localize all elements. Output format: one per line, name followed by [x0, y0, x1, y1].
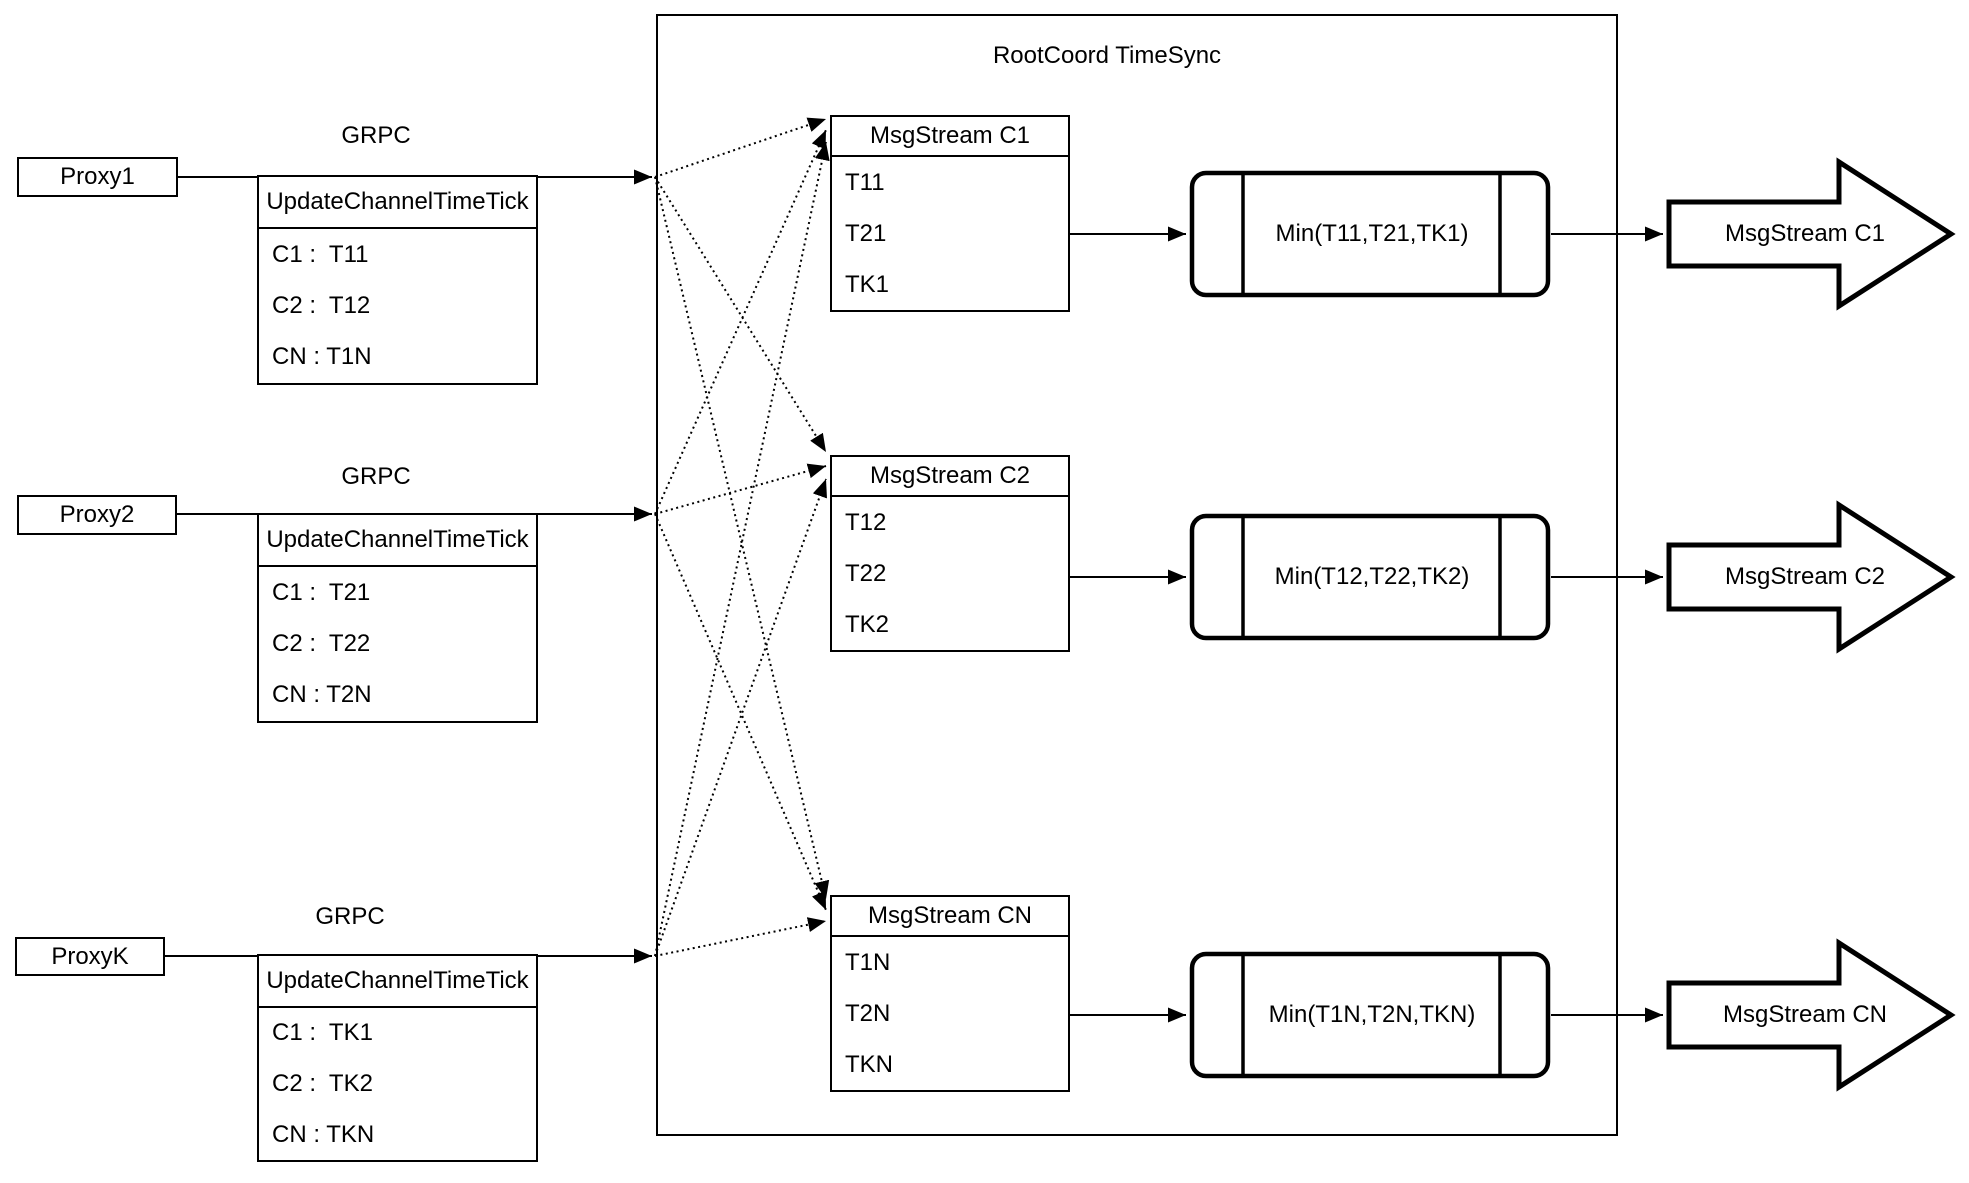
- table-body-row2: C1 : T21 C2 : T22 CN : T2N: [259, 567, 536, 721]
- fanout-line-p2-c1: [654, 129, 827, 515]
- fanout-line-p3-c1: [654, 141, 830, 957]
- msgstream-box-row1: MsgStream C1 T11 T21 TK1: [830, 115, 1070, 312]
- update-channel-table-row1: UpdateChannelTimeTick C1 : T11 C2 : T12 …: [257, 175, 538, 385]
- proxy-label-row3: ProxyK: [51, 942, 129, 970]
- table-row: CN : TKN: [272, 1120, 375, 1148]
- fanout-line-p2-cn: [654, 513, 827, 911]
- grpc-label-row3: GRPC: [315, 903, 385, 931]
- proxy-label-row2: Proxy2: [59, 501, 135, 528]
- output-arrow-row3: [1666, 938, 1956, 1092]
- proxy-label-row1: Proxy1: [60, 163, 135, 190]
- fanout-line-p3-cn: [654, 917, 827, 957]
- fanout-line-p1-c2: [654, 176, 827, 453]
- msgstream-body-row2: T12 T22 TK2: [832, 497, 1068, 650]
- rootcoord-title: RootCoord TimeSync: [992, 42, 1222, 70]
- msgstream-row: TKN: [845, 1050, 893, 1078]
- output-arrow-label-row2: MsgStream C2: [1724, 563, 1886, 591]
- table-row: C2 : TK2: [272, 1070, 373, 1097]
- table-row: CN : T1N: [272, 343, 372, 371]
- output-arrow-row1: [1666, 157, 1956, 311]
- output-arrow-label-row1: MsgStream C1: [1724, 220, 1886, 248]
- table-body-row3: C1 : TK1 C2 : TK2 CN : TKN: [259, 1008, 536, 1160]
- table-row: C1 : TK1: [272, 1019, 373, 1047]
- msgstream-row: T21: [845, 219, 887, 247]
- table-row: C2 : T22: [272, 629, 371, 657]
- msgstream-body-row1: T11 T21 TK1: [832, 157, 1068, 310]
- table-row: C1 : T11: [272, 240, 369, 268]
- msgstream-row: T22: [845, 559, 887, 587]
- table-body-row1: C1 : T11 C2 : T12 CN : T1N: [259, 229, 536, 383]
- proxy-box-row3: ProxyK: [15, 937, 165, 976]
- min-box-row2: [1189, 513, 1551, 641]
- msgstream-box-row2: MsgStream C2 T12 T22 TK2: [830, 455, 1070, 652]
- table-row: C1 : T21: [272, 578, 371, 606]
- min-label-row2: Min(T12,T22,TK2): [1274, 563, 1470, 591]
- proxy-box-row1: Proxy1: [17, 157, 178, 197]
- msgstream-header-row1: MsgStream C1: [832, 117, 1068, 157]
- min-label-row3: Min(T1N,T2N,TKN): [1268, 1001, 1476, 1029]
- msgstream-row: TK2: [845, 610, 890, 638]
- min-label-row1: Min(T11,T21,TK1): [1275, 220, 1469, 248]
- table-row: CN : T2N: [272, 681, 372, 709]
- proxy-box-row2: Proxy2: [17, 495, 177, 535]
- output-arrow-label-row3: MsgStream CN: [1722, 1001, 1888, 1029]
- grpc-label-row1: GRPC: [341, 122, 411, 150]
- table-header-row2: UpdateChannelTimeTick: [259, 515, 536, 567]
- output-arrow-row2: [1666, 500, 1956, 654]
- fanout-line-p3-c2: [654, 478, 827, 957]
- update-channel-table-row3: UpdateChannelTimeTick C1 : TK1 C2 : TK2 …: [257, 954, 538, 1162]
- msgstream-row: T2N: [845, 999, 891, 1027]
- msgstream-row: T12: [845, 508, 887, 536]
- msgstream-row: T1N: [845, 948, 891, 976]
- fanout-line-p2-c2: [654, 463, 827, 515]
- update-channel-table-row2: UpdateChannelTimeTick C1 : T21 C2 : T22 …: [257, 513, 538, 723]
- msgstream-row: T11: [845, 168, 885, 196]
- min-box-row1: [1189, 170, 1551, 298]
- rootcoord-timesync-box: [656, 14, 1618, 1136]
- grpc-label-row2: GRPC: [341, 463, 411, 491]
- table-header-row3: UpdateChannelTimeTick: [259, 956, 536, 1008]
- table-row: C2 : T12: [272, 291, 371, 319]
- msgstream-box-row3: MsgStream CN T1N T2N TKN: [830, 895, 1070, 1092]
- table-header-row1: UpdateChannelTimeTick: [259, 177, 536, 229]
- msgstream-row: TK1: [845, 270, 890, 298]
- min-box-row3: [1189, 951, 1551, 1079]
- msgstream-header-row2: MsgStream C2: [832, 457, 1068, 497]
- msgstream-body-row3: T1N T2N TKN: [832, 937, 1068, 1090]
- fanout-line-p1-c1: [654, 117, 827, 178]
- msgstream-header-row3: MsgStream CN: [832, 897, 1068, 937]
